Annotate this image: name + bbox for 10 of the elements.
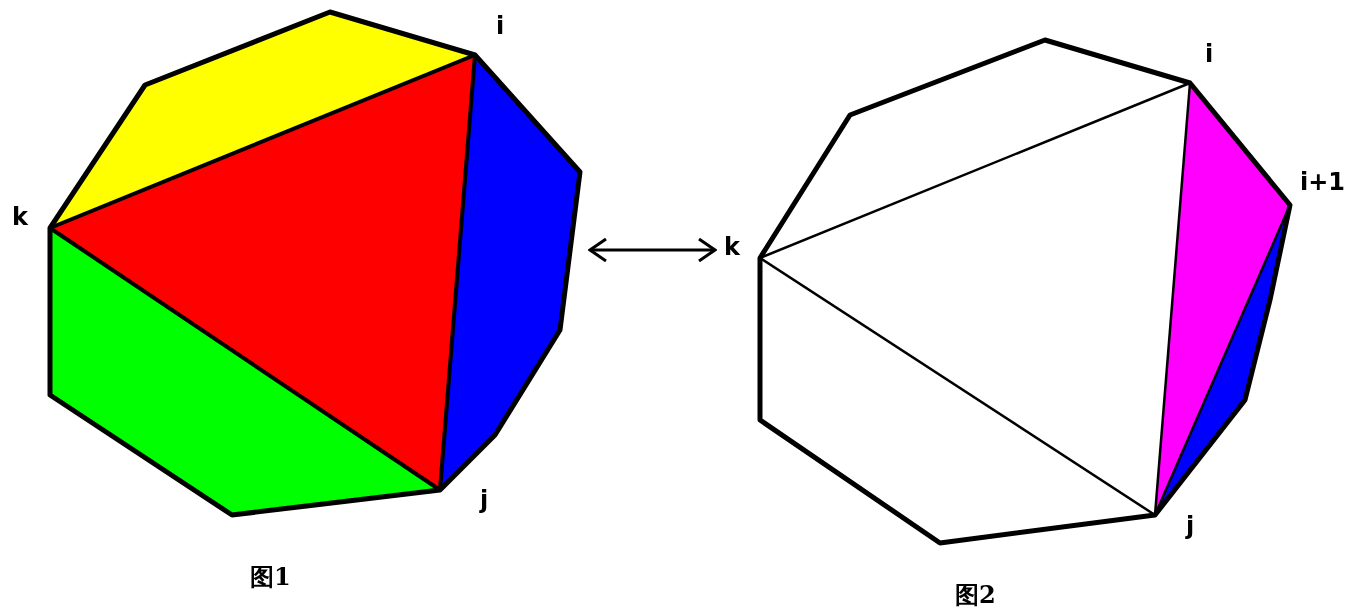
vertex-label: i+1 [1300,170,1346,194]
vertex-label: i [496,14,505,38]
double-arrow [588,237,717,263]
vertex-label: k [12,205,28,229]
vertex-label: j [1186,514,1195,538]
figure-caption: 图2 [955,583,996,607]
vertex-label: j [480,488,489,512]
figure-caption: 图1 [250,565,291,589]
vertex-label: i [1205,42,1214,66]
vertex-label: k [724,235,740,259]
